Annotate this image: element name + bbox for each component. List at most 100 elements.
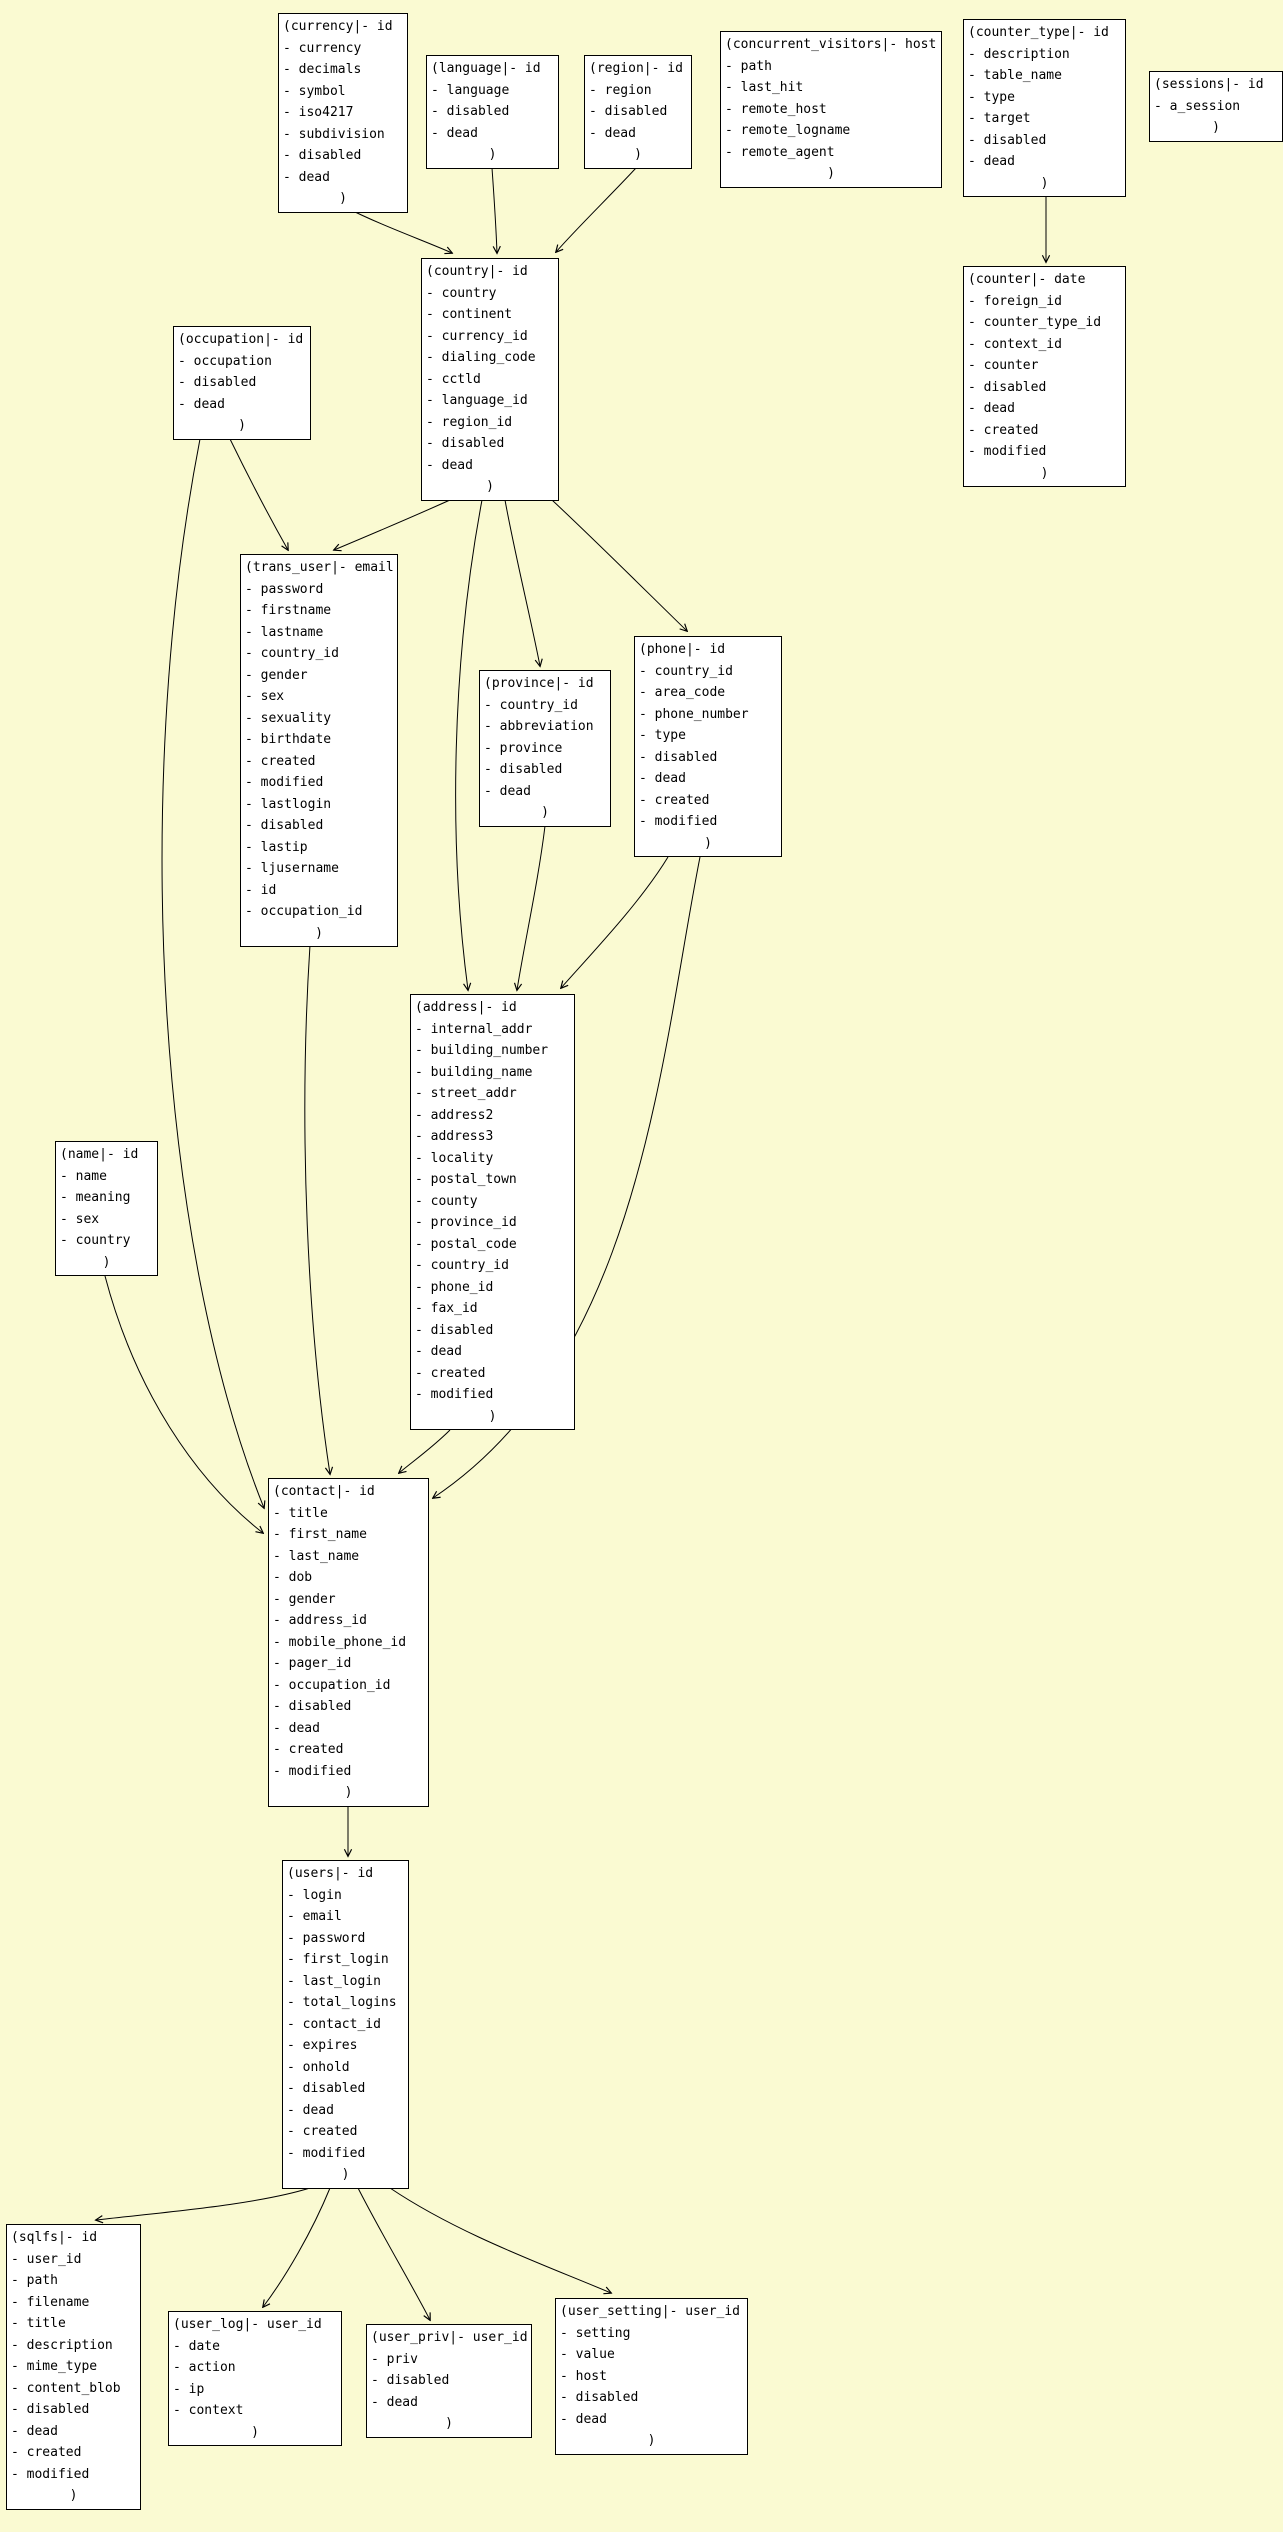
- entity-name: (name|- id- name- meaning- sex- country): [55, 1141, 158, 1276]
- entity-occupation-field: - dead: [178, 396, 225, 412]
- entity-phone-header: (phone|- id: [639, 642, 726, 657]
- entity-user_priv-field: - dead: [371, 2394, 418, 2410]
- entity-concurrent_visitors: (concurrent_visitors|- host- path- last_…: [720, 31, 942, 188]
- entity-user_priv: (user_priv|- user_id- priv- disabled- de…: [366, 2324, 532, 2438]
- edge-country-province: [504, 499, 540, 666]
- entity-trans_user-field: - modified: [245, 775, 324, 790]
- entity-user_setting-field: ): [647, 2433, 656, 2448]
- edge-province-address: [517, 825, 546, 990]
- entity-address-field: - phone_id: [415, 1279, 494, 1295]
- entity-address-field: - street_addr: [415, 1086, 517, 1101]
- entity-counter_type-field: ): [1040, 175, 1049, 191]
- entity-language-header: (language|- id: [431, 61, 541, 76]
- entity-contact-field: - last_name: [273, 1548, 360, 1564]
- entity-counter-field: - foreign_id: [968, 293, 1062, 309]
- entity-sqlfs-field: - disabled: [11, 2402, 90, 2417]
- entity-users-field: - login: [287, 1887, 342, 1903]
- entity-contact-field: - first_name: [273, 1527, 367, 1542]
- entity-contact-field: - created: [273, 1742, 344, 1757]
- entity-contact-header: (contact|- id: [273, 1484, 375, 1499]
- entity-contact-field: - title: [273, 1505, 328, 1521]
- entity-address-field: - address2: [415, 1107, 494, 1123]
- entity-trans_user-field: - sex: [245, 689, 285, 704]
- entity-users-header: (users|- id: [287, 1866, 374, 1881]
- entity-counter_type-field: - dead: [968, 154, 1015, 169]
- entity-address-field: - building_name: [415, 1064, 533, 1080]
- entity-phone-field: - disabled: [639, 749, 718, 765]
- entity-occupation-field: - disabled: [178, 375, 257, 390]
- entity-user_priv-header: (user_priv|- user_id: [371, 2330, 528, 2345]
- entity-contact-field: - dob: [273, 1570, 313, 1585]
- entity-trans_user-field: - firstname: [245, 603, 332, 618]
- edge-users-user_log: [263, 2187, 331, 2307]
- entity-trans_user-field: - lastip: [245, 839, 308, 855]
- entity-users-field: ): [341, 2167, 350, 2182]
- entity-counter-field: - dead: [968, 401, 1015, 416]
- entity-sqlfs-field: - content_blob: [11, 2380, 121, 2396]
- entity-province-field: - abbreviation: [484, 719, 594, 734]
- entity-user_setting-field: - host: [560, 2368, 607, 2384]
- edge-trans_user-contact: [304, 944, 330, 1474]
- entity-counter_type-field: - disabled: [968, 132, 1047, 148]
- entity-currency-field: - iso4217: [283, 105, 354, 120]
- entity-trans_user-field: - ljusername: [245, 861, 339, 876]
- entity-address-field: - dead: [415, 1344, 462, 1359]
- entity-address-field: - modified: [415, 1387, 494, 1402]
- entity-users: (users|- id- login- email- password- fir…: [282, 1860, 409, 2189]
- entity-counter_type-field: - description: [968, 46, 1070, 62]
- entity-province-field: ): [541, 805, 549, 820]
- entity-sqlfs-field: - filename: [11, 2294, 90, 2310]
- entity-counter_type-field: - type: [968, 89, 1015, 105]
- entity-phone-field: ): [704, 835, 712, 851]
- entity-country-header: (country|- id: [426, 264, 528, 279]
- entity-phone-field: - area_code: [639, 685, 726, 700]
- entity-country-field: - continent: [426, 307, 513, 322]
- entity-user_log-field: - ip: [173, 2381, 205, 2397]
- entity-users-field: - dead: [287, 2102, 334, 2118]
- entity-counter-field: - counter_type_id: [968, 315, 1102, 330]
- entity-trans_user-header: (trans_user|- email: [245, 560, 394, 575]
- entity-currency-field: - decimals: [283, 62, 362, 77]
- entity-counter_type-field: - target: [968, 111, 1031, 126]
- entity-concurrent_visitors-header: (concurrent_visitors|- host: [725, 37, 937, 52]
- entity-trans_user-field: ): [315, 925, 323, 941]
- entity-language-field: - dead: [431, 125, 478, 141]
- entity-users-field: - total_logins: [287, 1995, 397, 2010]
- entity-trans_user-field: - disabled: [245, 818, 324, 833]
- entity-name-field: - country: [60, 1233, 131, 1248]
- entity-users-field: - modified: [287, 2145, 366, 2161]
- entity-contact-field: - occupation_id: [273, 1677, 391, 1693]
- entity-name-field: - meaning: [60, 1190, 131, 1205]
- entity-currency: (currency|- id- currency- decimals- symb…: [278, 13, 408, 213]
- entity-country-field: ): [486, 479, 494, 494]
- entity-concurrent_visitors-field: - remote_agent: [725, 144, 835, 160]
- entity-counter-field: - created: [968, 422, 1039, 438]
- entity-province-field: - dead: [484, 783, 531, 799]
- entity-province-field: - country_id: [484, 697, 578, 713]
- entity-counter-header: (counter|- date: [968, 272, 1086, 287]
- entity-user_log-header: (user_log|- user_id: [173, 2317, 322, 2332]
- entity-phone: (phone|- id- country_id- area_code- phon…: [634, 636, 782, 857]
- entity-phone-field: - phone_number: [639, 706, 749, 722]
- entity-name-field: ): [102, 1254, 111, 1270]
- entity-phone-field: - dead: [639, 771, 686, 786]
- entity-province-field: - disabled: [484, 762, 563, 777]
- edge-name-contact: [104, 1275, 263, 1533]
- edge-address-contact: [399, 1429, 451, 1473]
- edge-users-user_setting: [389, 2187, 611, 2293]
- entity-address-field: - province_id: [415, 1215, 517, 1230]
- entity-currency-field: - dead: [283, 169, 330, 185]
- entity-currency-field: - disabled: [283, 148, 362, 163]
- entity-region: (region|- id- region- disabled- dead): [584, 55, 692, 169]
- entity-users-field: - contact_id: [287, 2016, 381, 2032]
- entity-trans_user-field: - id: [245, 882, 277, 898]
- entity-currency-field: ): [339, 191, 347, 206]
- entity-address-field: - address3: [415, 1129, 494, 1144]
- entity-country-field: - cctld: [426, 371, 481, 387]
- entity-counter_type: (counter_type|- id- description- table_n…: [963, 19, 1126, 197]
- entity-region-header: (region|- id: [589, 61, 683, 76]
- entity-sessions-field: - a_session: [1154, 98, 1241, 114]
- entity-region-field: - dead: [589, 125, 636, 141]
- entity-user_priv-field: - priv: [371, 2351, 418, 2367]
